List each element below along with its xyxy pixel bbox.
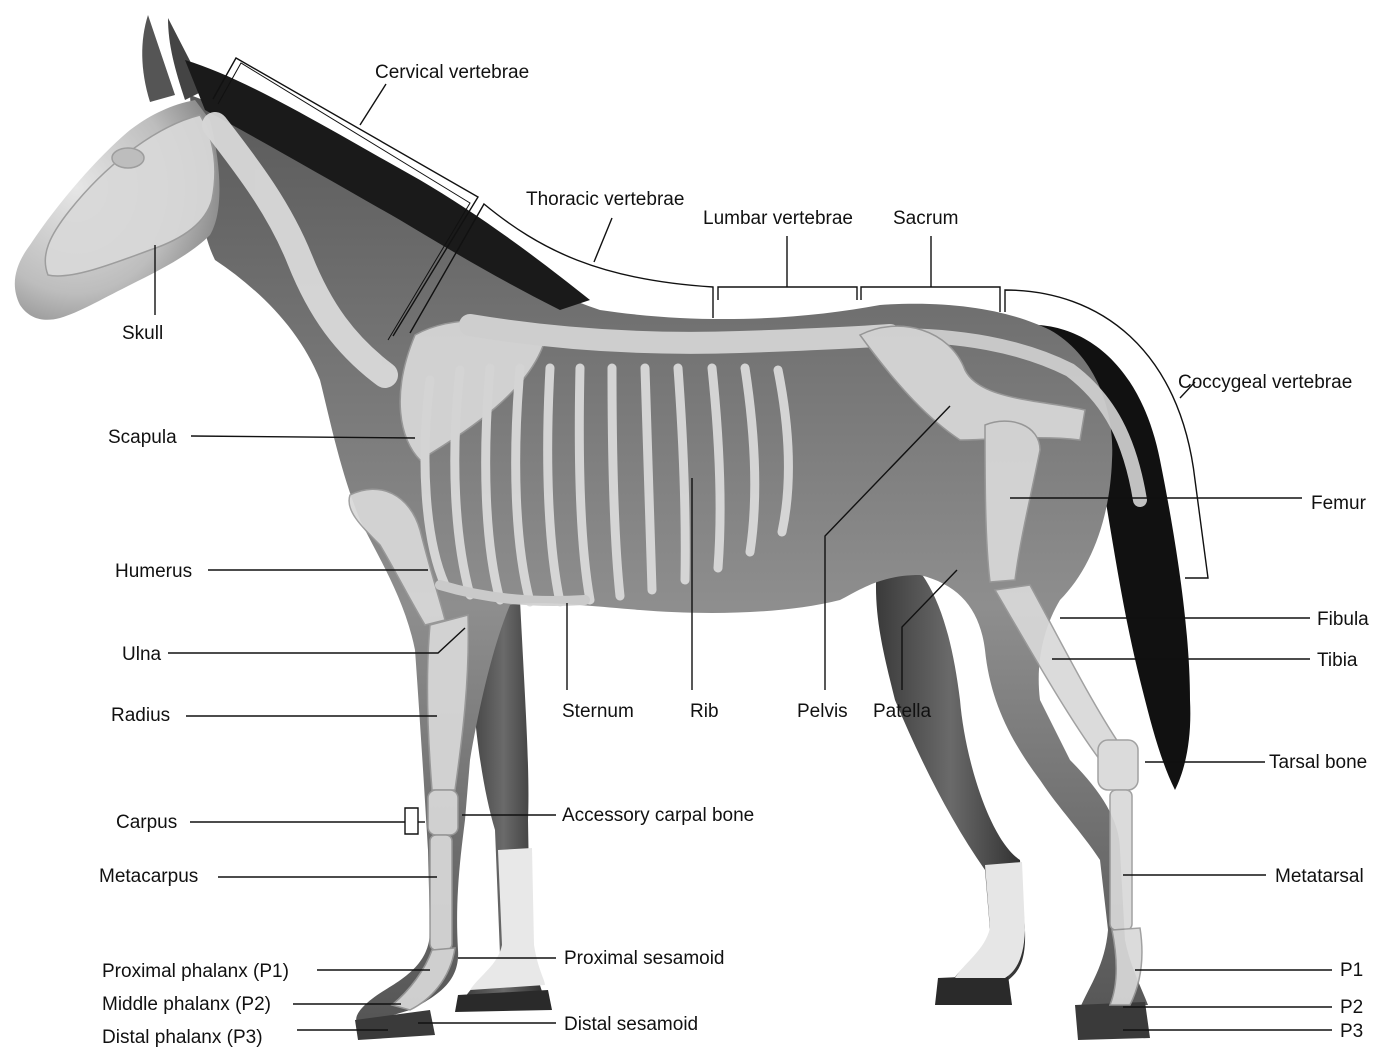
- label-p1: P1: [1340, 960, 1363, 981]
- label-thoracic-vertebrae: Thoracic vertebrae: [526, 189, 684, 210]
- label-rib: Rib: [690, 701, 719, 722]
- label-fibula: Fibula: [1317, 609, 1369, 630]
- label-sternum: Sternum: [562, 701, 634, 722]
- metacarpus-bone: [430, 835, 452, 950]
- label-ulna: Ulna: [122, 644, 162, 665]
- label-lumbar-vertebrae: Lumbar vertebrae: [703, 208, 853, 229]
- label-cervical-vertebrae: Cervical vertebrae: [375, 62, 529, 83]
- label-carpus: Carpus: [116, 812, 177, 833]
- label-p3: P3: [1340, 1021, 1363, 1042]
- label-distal-sesamoid: Distal sesamoid: [564, 1014, 698, 1035]
- label-distal-phalanx: Distal phalanx (P3): [102, 1027, 263, 1048]
- orbit: [112, 148, 144, 168]
- label-metacarpus: Metacarpus: [99, 866, 198, 887]
- label-tarsal-bone: Tarsal bone: [1269, 752, 1367, 773]
- label-sacrum: Sacrum: [893, 208, 958, 229]
- far-hind-sock: [955, 862, 1025, 978]
- label-metatarsal: Metatarsal: [1275, 866, 1364, 887]
- label-tibia: Tibia: [1317, 650, 1358, 671]
- label-accessory-carpal-bone: Accessory carpal bone: [562, 805, 754, 826]
- label-p2: P2: [1340, 997, 1363, 1018]
- far-hind-hoof: [935, 975, 1012, 1005]
- label-coccygeal-vertebrae: Coccygeal vertebrae: [1178, 372, 1352, 393]
- label-proximal-phalanx: Proximal phalanx (P1): [102, 961, 289, 982]
- tarsal-bone-shape: [1098, 740, 1138, 790]
- label-proximal-sesamoid: Proximal sesamoid: [564, 948, 725, 969]
- label-pelvis: Pelvis: [797, 701, 848, 722]
- label-scapula: Scapula: [108, 427, 177, 448]
- label-humerus: Humerus: [115, 561, 192, 582]
- far-front-sock: [470, 848, 545, 990]
- label-middle-phalanx: Middle phalanx (P2): [102, 994, 271, 1015]
- label-skull: Skull: [122, 323, 163, 344]
- metatarsal-bone: [1110, 790, 1132, 930]
- label-radius: Radius: [111, 705, 170, 726]
- carpus-bone: [428, 790, 458, 835]
- label-femur: Femur: [1311, 493, 1367, 514]
- label-patella: Patella: [873, 701, 932, 722]
